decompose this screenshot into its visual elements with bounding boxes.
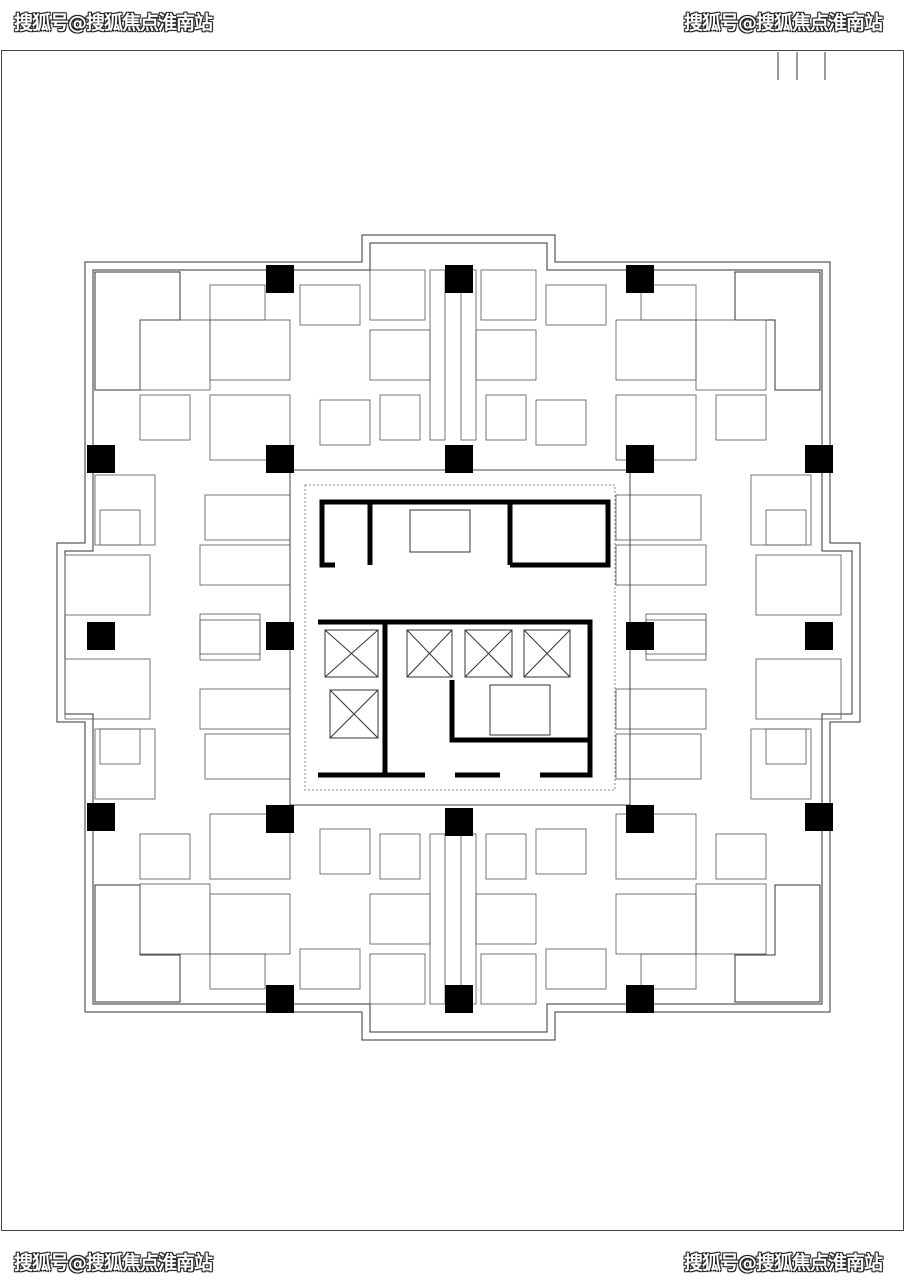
room (485, 394, 527, 441)
room (204, 494, 291, 541)
column (266, 445, 294, 473)
room (209, 319, 291, 381)
room (475, 329, 537, 381)
room (545, 948, 607, 990)
column (626, 622, 654, 650)
room (460, 269, 477, 441)
room (199, 613, 261, 655)
watermark-bottom-right: 搜狐号@搜狐焦点淮南站 (684, 1252, 883, 1274)
room (99, 509, 141, 546)
column (626, 265, 654, 293)
room (715, 394, 767, 441)
room (299, 948, 361, 990)
room (615, 893, 697, 955)
room (615, 688, 707, 730)
elevators (324, 629, 571, 739)
column (626, 805, 654, 833)
room (209, 284, 266, 321)
room (615, 394, 697, 461)
column (266, 985, 294, 1013)
room (480, 953, 537, 1005)
apartment-units (64, 269, 842, 1005)
room (369, 893, 431, 945)
room (755, 658, 842, 720)
column (805, 803, 833, 831)
core (289, 469, 631, 806)
building-outline (56, 234, 861, 1041)
column (266, 805, 294, 833)
room (695, 883, 767, 955)
stair-lower (489, 684, 551, 736)
room (64, 554, 151, 616)
watermark-bottom-left: 搜狐号@搜狐焦点淮南站 (14, 1252, 213, 1274)
column (266, 265, 294, 293)
room (369, 329, 431, 381)
room (615, 733, 702, 780)
room (475, 893, 537, 945)
room (485, 833, 527, 880)
column (445, 445, 473, 473)
room (429, 269, 446, 441)
room (545, 284, 607, 326)
room (715, 833, 767, 880)
room (369, 269, 426, 321)
room (209, 953, 266, 990)
column (626, 985, 654, 1013)
column (445, 985, 473, 1013)
column (87, 803, 115, 831)
room (765, 509, 807, 546)
room (319, 828, 371, 875)
room (460, 833, 477, 1005)
room (369, 953, 426, 1005)
room (139, 833, 191, 880)
column (805, 445, 833, 473)
room (615, 544, 707, 586)
drawing-frame (1, 50, 904, 1231)
room (765, 728, 807, 765)
column (805, 622, 833, 650)
room (209, 394, 291, 461)
room (299, 284, 361, 326)
room (139, 883, 211, 955)
room (139, 319, 211, 391)
room (535, 399, 587, 446)
room (535, 828, 587, 875)
room (615, 494, 702, 541)
room (429, 833, 446, 1005)
room (615, 813, 697, 880)
column (266, 622, 294, 650)
column (87, 622, 115, 650)
room (615, 319, 697, 381)
room (640, 284, 697, 321)
room (209, 893, 291, 955)
watermark-top-left: 搜狐号@搜狐焦点淮南站 (14, 12, 213, 34)
room (199, 688, 291, 730)
room (209, 813, 291, 880)
column (445, 265, 473, 293)
column (445, 808, 473, 836)
room (379, 394, 421, 441)
watermark-top-right: 搜狐号@搜狐焦点淮南站 (684, 12, 883, 34)
column (87, 445, 115, 473)
room (480, 269, 537, 321)
room (755, 554, 842, 616)
room (319, 399, 371, 446)
room (139, 394, 191, 441)
room (640, 953, 697, 990)
room (204, 733, 291, 780)
title-marks (777, 52, 826, 80)
room (199, 544, 291, 586)
room (695, 319, 767, 391)
room (379, 833, 421, 880)
room (99, 728, 141, 765)
room (64, 658, 151, 720)
structural-columns (87, 265, 833, 1013)
column (626, 445, 654, 473)
stair-upper (409, 509, 471, 553)
